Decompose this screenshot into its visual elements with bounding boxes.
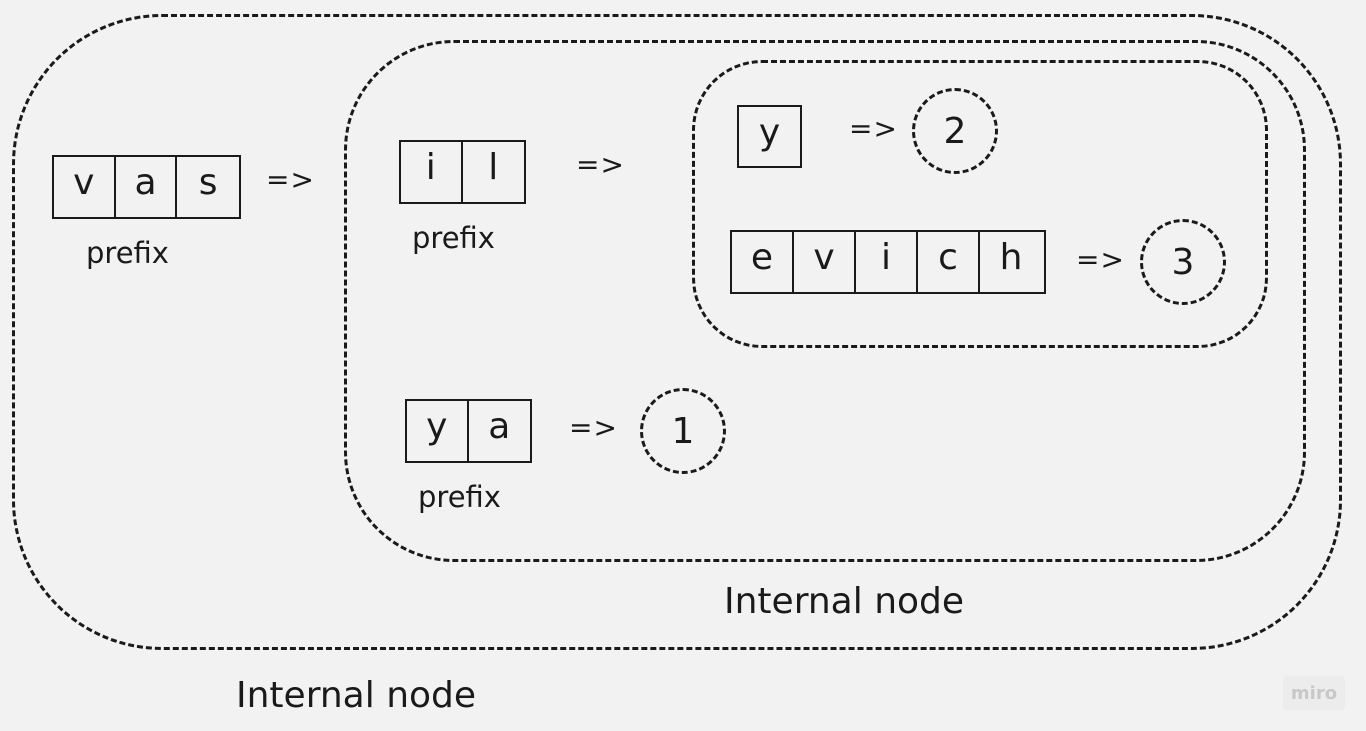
inner-entry-y-cells: y: [737, 105, 802, 168]
bottom-prefix-cells: y a: [405, 399, 532, 463]
key-char-cell: c: [918, 232, 980, 292]
middle-internal-node-region: [344, 40, 1306, 562]
inner-entry-evich-arrow: =>: [1076, 243, 1125, 276]
leaf-value-3: 3: [1140, 219, 1226, 305]
miro-watermark: miro: [1283, 676, 1345, 710]
inner-entry-y-arrow: =>: [849, 112, 898, 145]
key-char-cell: y: [758, 111, 781, 153]
outer-internal-node-region: [12, 14, 1342, 650]
leaf-value-1: 1: [640, 388, 726, 474]
bottom-entry-arrow: =>: [569, 411, 618, 444]
prefix-char-cell: a: [116, 157, 178, 217]
prefix-char-cell: i: [401, 142, 463, 202]
prefix-char-cell: y: [407, 401, 469, 461]
key-char-cell: h: [999, 237, 1023, 278]
middle-arrow: =>: [576, 148, 625, 181]
prefix-char-cell: a: [488, 406, 511, 447]
root-prefix-cells: v a s: [52, 155, 241, 219]
key-char-cell: i: [856, 232, 918, 292]
inner-entry-evich-cells: e v i c h: [730, 230, 1046, 294]
prefix-char-cell: s: [198, 162, 218, 203]
inner-node-region: [692, 60, 1268, 348]
root-prefix-label: prefix: [86, 236, 169, 270]
bottom-prefix-label: prefix: [418, 480, 501, 514]
middle-prefix-cells: i l: [399, 140, 526, 204]
outer-internal-node-label: Internal node: [236, 675, 477, 716]
prefix-char-cell: v: [54, 157, 116, 217]
middle-internal-node-label: Internal node: [724, 581, 965, 622]
leaf-value-2: 2: [912, 88, 998, 174]
middle-prefix-label: prefix: [412, 221, 495, 255]
key-char-cell: e: [732, 232, 794, 292]
prefix-char-cell: l: [488, 147, 499, 188]
root-arrow: =>: [266, 163, 315, 196]
key-char-cell: v: [794, 232, 856, 292]
